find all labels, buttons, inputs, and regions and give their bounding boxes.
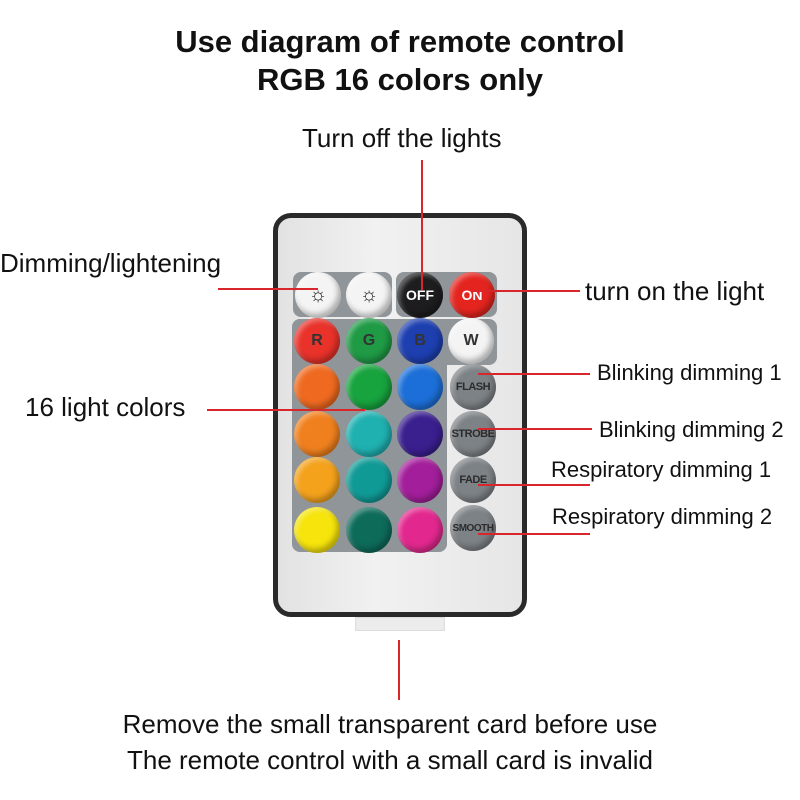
color-button[interactable] bbox=[346, 457, 392, 503]
card-pointer bbox=[398, 640, 400, 700]
color-button[interactable] bbox=[294, 507, 340, 553]
label-dimming: Dimming/lightening bbox=[0, 248, 222, 278]
dim-up-button[interactable]: ☼ bbox=[346, 272, 392, 318]
blink1-pointer bbox=[478, 373, 590, 375]
label-off: Turn off the lights bbox=[302, 123, 502, 153]
label-resp1: Respiratory dimming 1 bbox=[551, 457, 772, 482]
color-button[interactable] bbox=[397, 457, 443, 503]
label-blink1: Blinking dimming 1 bbox=[597, 360, 782, 385]
label-colors: 16 light colors bbox=[25, 392, 186, 422]
color-button[interactable] bbox=[397, 411, 443, 457]
color-button[interactable] bbox=[346, 411, 392, 457]
label-resp2: Respiratory dimming 2 bbox=[552, 504, 773, 529]
title-line-2: RGB 16 colors only bbox=[257, 62, 543, 97]
dimming-pointer bbox=[218, 288, 318, 290]
color-button[interactable] bbox=[397, 364, 443, 410]
title-line-1: Use diagram of remote control bbox=[175, 24, 625, 59]
footer-line-1: Remove the small transparent card before… bbox=[122, 709, 658, 739]
color-button[interactable] bbox=[346, 364, 392, 410]
flash-button[interactable]: FLASH bbox=[450, 364, 496, 410]
g-button[interactable]: G bbox=[346, 318, 392, 364]
b-button[interactable]: B bbox=[397, 318, 443, 364]
r-button[interactable]: R bbox=[294, 318, 340, 364]
color-button[interactable] bbox=[397, 507, 443, 553]
smooth-button[interactable]: SMOOTH bbox=[450, 505, 496, 551]
colors-pointer bbox=[207, 409, 365, 411]
color-button[interactable] bbox=[294, 364, 340, 410]
blink2-pointer bbox=[478, 428, 592, 430]
white-button[interactable]: W bbox=[448, 318, 494, 364]
footer-line-2: The remote control with a small card is … bbox=[127, 745, 653, 775]
color-button[interactable] bbox=[346, 507, 392, 553]
color-button[interactable] bbox=[294, 411, 340, 457]
on-pointer bbox=[473, 290, 580, 292]
transparent-card bbox=[355, 617, 445, 631]
dim-down-button[interactable]: ☼ bbox=[295, 272, 341, 318]
off-pointer bbox=[421, 160, 423, 290]
fade-button[interactable]: FADE bbox=[450, 457, 496, 503]
on-button[interactable]: ON bbox=[449, 272, 495, 318]
resp1-pointer bbox=[478, 484, 590, 486]
strobe-button[interactable]: STROBE bbox=[450, 411, 496, 457]
off-button[interactable]: OFF bbox=[397, 272, 443, 318]
resp2-pointer bbox=[478, 533, 590, 535]
color-button[interactable] bbox=[294, 457, 340, 503]
label-on: turn on the light bbox=[585, 276, 765, 306]
sun-down-icon: ☼ bbox=[308, 283, 328, 306]
sun-up-icon: ☼ bbox=[359, 283, 379, 306]
label-blink2: Blinking dimming 2 bbox=[599, 417, 784, 442]
